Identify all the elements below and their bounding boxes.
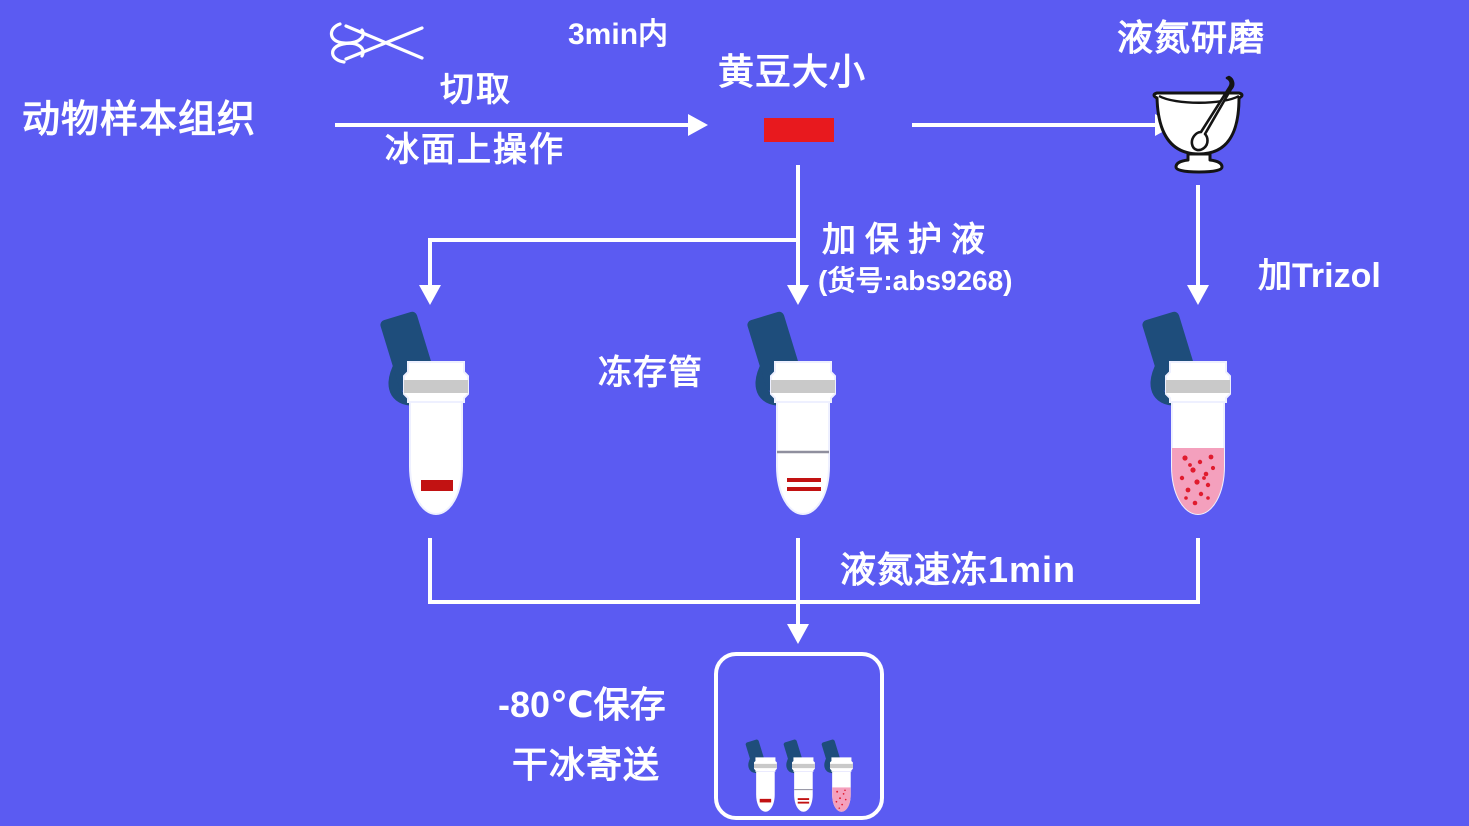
mortar-pestle-icon	[1143, 72, 1255, 181]
tube-left-mini	[744, 736, 784, 821]
arrow-right-tube-head	[1187, 285, 1209, 305]
label-soybean-size: 黄豆大小	[718, 51, 867, 92]
label-add-protective-solution: 加保护液	[822, 221, 994, 259]
label-dry-ice-shipping: 干冰寄送	[512, 744, 661, 785]
connector-branch-left	[428, 238, 800, 242]
scissors-icon	[326, 14, 436, 79]
connector-mortar-down	[1196, 185, 1200, 290]
label-animal-tissue: 动物样本组织	[22, 99, 257, 141]
tube-right-mini	[820, 736, 860, 821]
storage-box	[714, 652, 884, 820]
arrow-left-tube-head	[419, 285, 441, 305]
tube-left	[376, 302, 488, 533]
tube-middle-mini	[782, 736, 822, 821]
manifold-left-down	[428, 538, 432, 600]
label-ln2-flash-freeze: 液氮速冻1min	[840, 549, 1077, 590]
manifold-right-down	[1196, 538, 1200, 600]
tissue-sample-bar	[764, 118, 834, 142]
label-catalog-number: (货号:abs9268)	[818, 265, 1013, 296]
arrow-cut-head	[688, 114, 708, 136]
label-store-minus80: -80℃保存	[498, 684, 666, 725]
arrow-cut-shaft	[335, 123, 690, 127]
manifold-crossbar	[428, 600, 1200, 604]
arrow-to-storage-box-head	[787, 624, 809, 644]
label-cryotube: 冻存管	[598, 354, 703, 392]
arrow-middle-tube-head	[787, 285, 809, 305]
arrow-grind-shaft	[912, 123, 1157, 127]
connector-sample-down	[796, 165, 800, 290]
manifold-to-box	[796, 600, 800, 630]
tube-middle	[743, 302, 855, 533]
manifold-middle-down	[796, 538, 800, 600]
label-add-trizol: 加Trizol	[1258, 257, 1381, 295]
label-ln2-grinding: 液氮研磨	[1117, 17, 1266, 58]
label-on-ice: 冰面上操作	[385, 131, 565, 169]
label-within-3min: 3min内	[568, 18, 669, 51]
tube-right	[1138, 302, 1250, 533]
connector-left-down	[428, 238, 432, 290]
label-cut: 切取	[440, 71, 512, 109]
